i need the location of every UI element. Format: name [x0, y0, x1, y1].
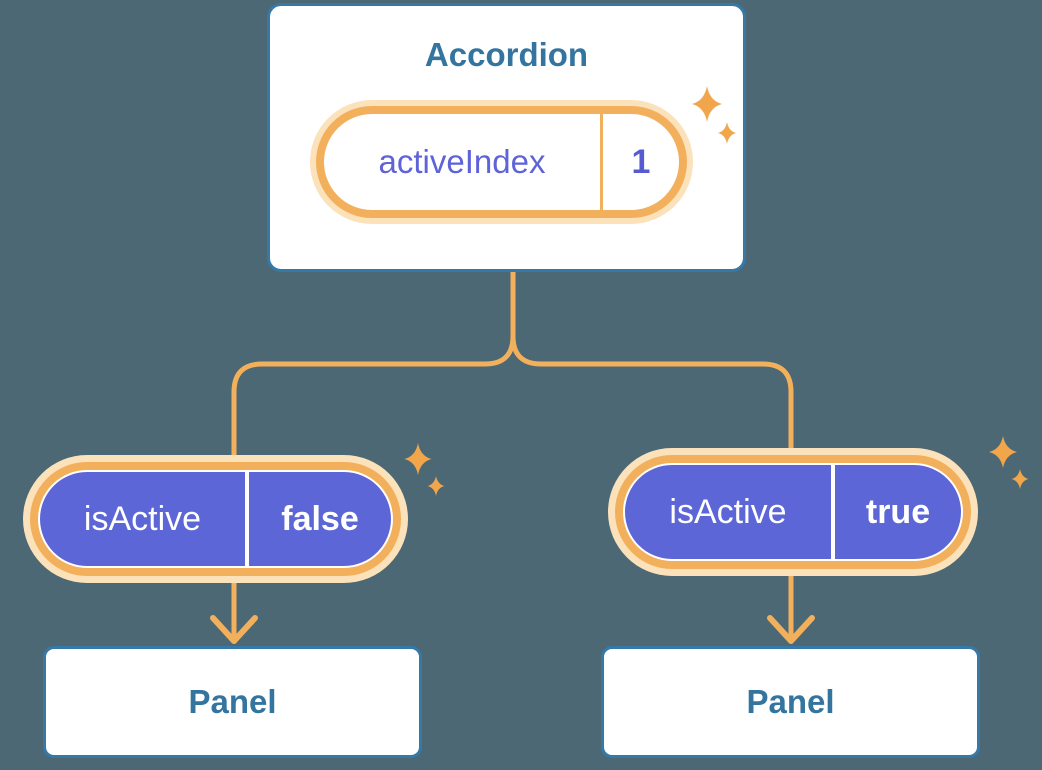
prop-pill-isactive-true: isActive true: [608, 448, 978, 576]
state-pill-divider: [600, 114, 603, 210]
panel-title: Panel: [746, 683, 835, 720]
arrowhead-right-icon: [767, 615, 815, 644]
state-pill: activeIndex 1: [310, 100, 693, 224]
panel-component-box-left: Panel: [43, 646, 422, 758]
prop-pill-divider: [831, 465, 835, 559]
prop-name-label: isActive: [83, 499, 202, 538]
prop-value-label: true: [865, 492, 931, 531]
state-pill-ring: activeIndex 1: [316, 106, 687, 218]
prop-pill-divider: [245, 472, 249, 566]
arrowhead-left-icon: [210, 615, 258, 644]
panel-component-box-right: Panel: [601, 646, 980, 758]
prop-pill-body: isActive false: [40, 472, 391, 566]
prop-pill-ring: isActive false: [30, 462, 401, 576]
prop-name-label: isActive: [669, 492, 787, 531]
panel-title: Panel: [188, 683, 277, 720]
state-name-label: activeIndex: [378, 143, 546, 180]
connector-right-branch: [510, 272, 794, 639]
state-value-label: 1: [631, 142, 651, 181]
prop-pill-body: isActive true: [625, 465, 961, 559]
prop-value-label: false: [281, 499, 359, 538]
prop-pill-isactive-false: isActive false: [23, 455, 408, 583]
connector-left-branch: [231, 272, 516, 639]
accordion-component-box: Accordion activeIndex 1: [267, 3, 746, 272]
prop-pill-ring: isActive true: [615, 455, 971, 569]
accordion-title: Accordion: [424, 36, 589, 73]
